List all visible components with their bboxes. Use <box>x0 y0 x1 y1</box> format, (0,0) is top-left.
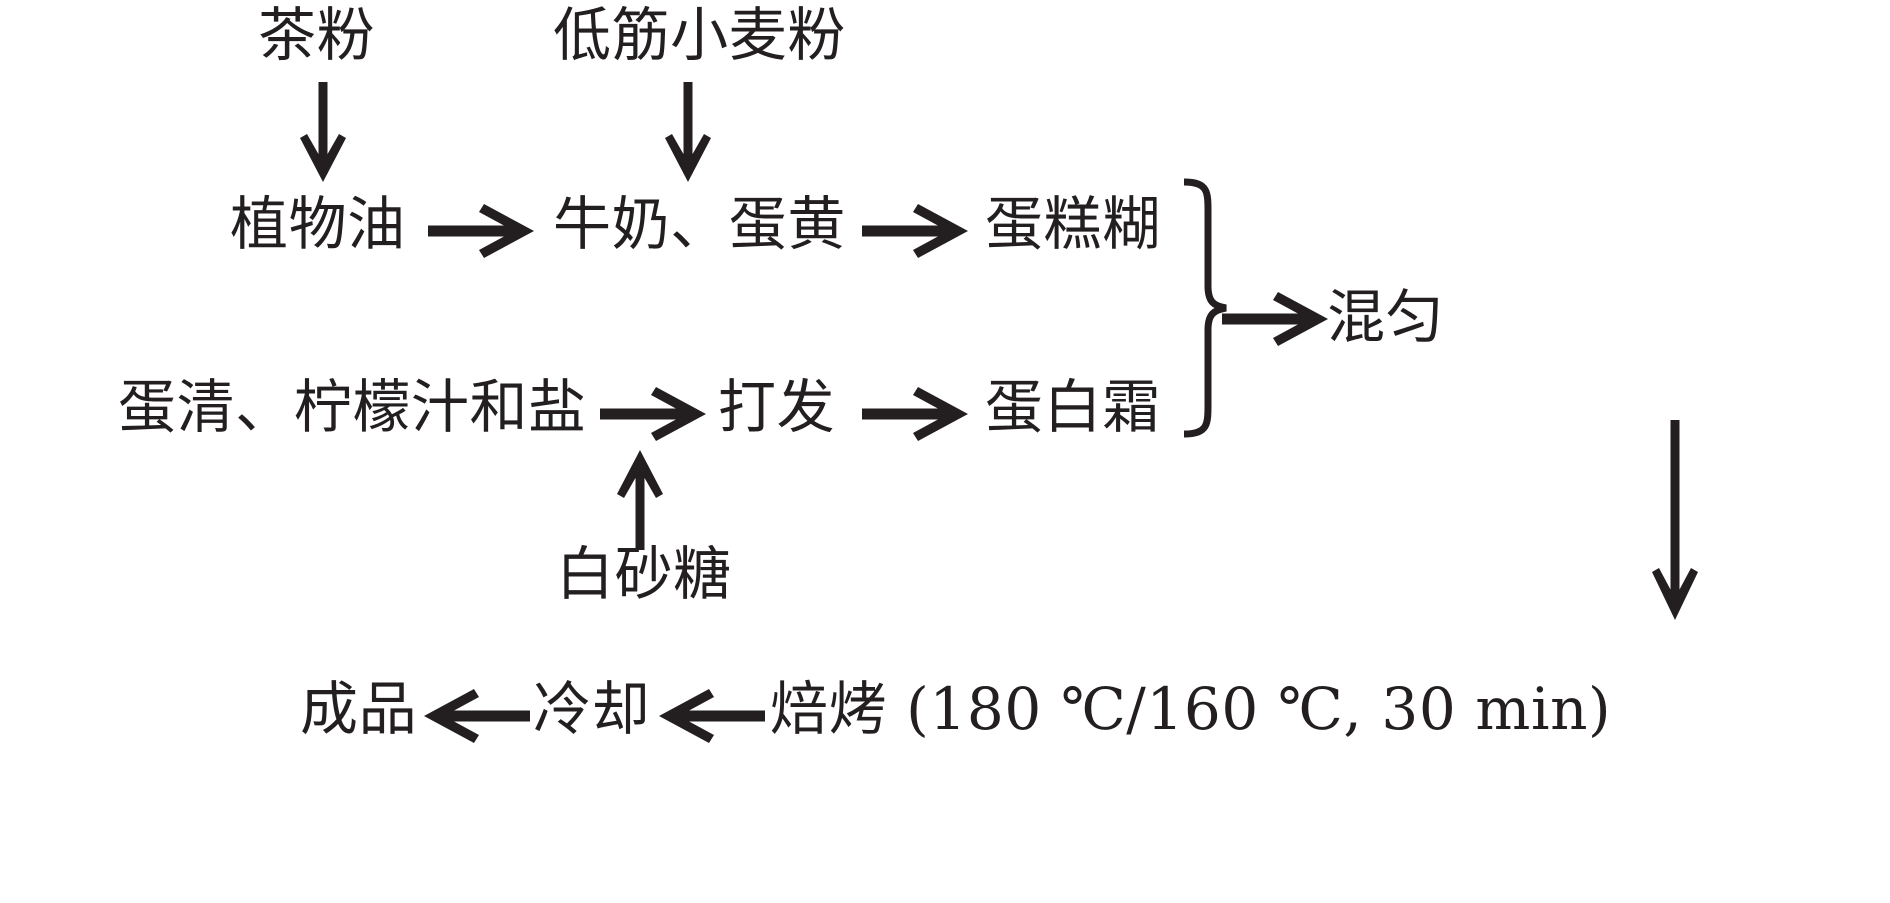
arrow-sugar-up-icon <box>617 450 663 550</box>
node-mix-evenly: 混匀 <box>1327 283 1445 351</box>
arrow-oil-to-milk-icon <box>428 204 534 258</box>
node-cake-flour: 低筋小麦粉 <box>553 1 846 69</box>
node-tea-powder: 茶粉 <box>258 1 376 69</box>
node-white-sugar: 白砂糖 <box>556 540 732 608</box>
arrow-whipping-to-meringue-icon <box>862 387 968 441</box>
node-milk-egg-yolk: 牛奶、蛋黄 <box>553 190 846 258</box>
node-cake-batter: 蛋糕糊 <box>985 190 1161 258</box>
arrow-cooling-to-product-icon <box>424 689 530 743</box>
node-egg-white-lemon-salt: 蛋清、柠檬汁和盐 <box>118 373 587 441</box>
node-cooling: 冷却 <box>533 675 651 743</box>
arrow-whites-to-whipping-icon <box>600 387 706 441</box>
arrow-cake-flour-down-icon <box>665 82 711 182</box>
arrow-tea-powder-down-icon <box>300 82 346 182</box>
node-finished-product: 成品 <box>300 675 418 743</box>
arrow-brace-to-mix-icon <box>1222 292 1328 346</box>
node-baking-params: 焙烤 (180 ℃/160 ℃, 30 min) <box>770 675 1612 743</box>
node-meringue: 蛋白霜 <box>985 373 1161 441</box>
brace-batter-meringue-icon <box>1183 178 1227 438</box>
node-vegetable-oil: 植物油 <box>230 190 406 258</box>
arrow-baking-to-cooling-icon <box>659 689 765 743</box>
arrow-milk-to-batter-icon <box>862 204 968 258</box>
node-whipping: 打发 <box>718 373 836 441</box>
arrow-mix-down-to-baking-icon <box>1652 420 1698 620</box>
